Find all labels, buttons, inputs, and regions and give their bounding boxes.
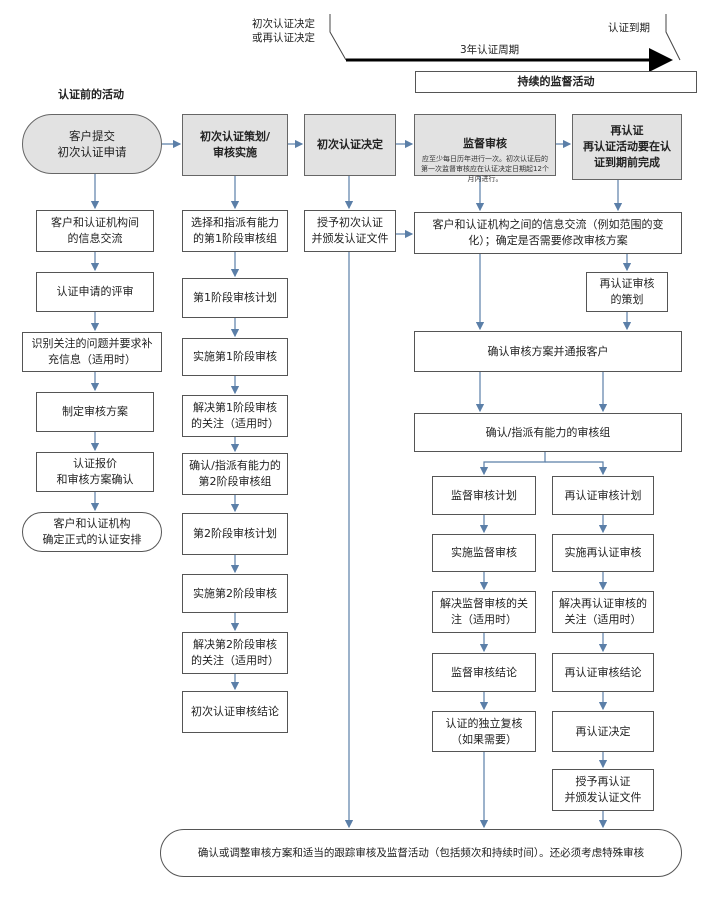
- initial-step-4: 解决第1阶段审核 的关注（适用时）: [182, 395, 288, 437]
- initial-step-1: 选择和指派有能力 的第1阶段审核组: [182, 210, 288, 252]
- initial-audit-header: 初次认证策划/ 审核实施: [182, 114, 288, 176]
- initial-step-8: 解决第2阶段审核 的关注（适用时）: [182, 632, 288, 674]
- initial-step-7: 实施第2阶段审核: [182, 574, 288, 613]
- recert-step-3: 解决再认证审核的 关注（适用时）: [552, 591, 654, 633]
- pre-cert-heading: 认证前的活动: [58, 88, 124, 101]
- quotation-confirmation: 认证报价 和审核方案确认: [36, 452, 154, 492]
- pre-cert-info-exchange: 客户和认证机构间 的信息交流: [36, 210, 154, 252]
- initial-step-5: 确认/指派有能力的 第2阶段审核组: [182, 453, 288, 495]
- surv-step-5: 认证的独立复核 （如果需要）: [432, 711, 536, 752]
- surveillance-title: 监督审核: [463, 137, 507, 150]
- formal-arrangement: 客户和认证机构 确定正式的认证安排: [22, 512, 162, 552]
- client-application-box: 客户提交 初次认证申请: [22, 114, 162, 174]
- grant-initial-cert: 授予初次认证 并颁发认证文件: [304, 210, 396, 252]
- initial-step-3: 实施第1阶段审核: [182, 338, 288, 376]
- identify-concerns: 识别关注的问题并要求补 充信息（适用时）: [22, 332, 162, 372]
- surv-step-2: 实施监督审核: [432, 534, 536, 572]
- ongoing-info-exchange: 客户和认证机构之间的信息交流（例如范围的变 化）；确定是否需要修改审核方案: [414, 212, 682, 254]
- initial-decision-header: 初次认证决定: [304, 114, 396, 176]
- recert-step-2: 实施再认证审核: [552, 534, 654, 572]
- initial-step-2: 第1阶段审核计划: [182, 278, 288, 318]
- initial-step-9: 初次认证审核结论: [182, 691, 288, 733]
- recert-step-6: 授予再认证 并颁发认证文件: [552, 769, 654, 811]
- adjust-audit-program: 确认或调整审核方案和适当的跟踪审核及监督活动（包括频次和持续时间）。还必须考虑特…: [160, 829, 682, 877]
- recert-step-1: 再认证审核计划: [552, 476, 654, 515]
- recert-step-5: 再认证决定: [552, 711, 654, 752]
- surv-step-4: 监督审核结论: [432, 653, 536, 692]
- continuing-surveillance-banner: 持续的监督活动: [415, 71, 697, 93]
- surveillance-note: 应至少每日历年进行一次。初次认证后的第一次监督审核应在认证决定日期起12个月内进…: [421, 155, 549, 183]
- initial-or-recert-decision-label: 初次认证决定 或再认证决定: [252, 18, 315, 44]
- cert-expiry-label: 认证到期: [608, 22, 650, 34]
- initial-step-6: 第2阶段审核计划: [182, 513, 288, 555]
- create-audit-program: 制定审核方案: [36, 392, 154, 432]
- surveillance-header: 监督审核 应至少每日历年进行一次。初次认证后的第一次监督审核应在认证决定日期起1…: [414, 114, 556, 183]
- recert-step-4: 再认证审核结论: [552, 653, 654, 692]
- recert-header: 再认证 再认证活动要在认 证到期前完成: [572, 114, 682, 180]
- confirm-audit-team: 确认/指派有能力的审核组: [414, 413, 682, 452]
- surv-step-3: 解决监督审核的关 注（适用时）: [432, 591, 536, 633]
- confirm-audit-program: 确认审核方案并通报客户: [414, 331, 682, 372]
- recert-planning: 再认证审核 的策划: [586, 272, 668, 312]
- cycle-label: 3年认证周期: [460, 44, 520, 56]
- surv-step-1: 监督审核计划: [432, 476, 536, 515]
- application-review: 认证申请的评审: [36, 272, 154, 312]
